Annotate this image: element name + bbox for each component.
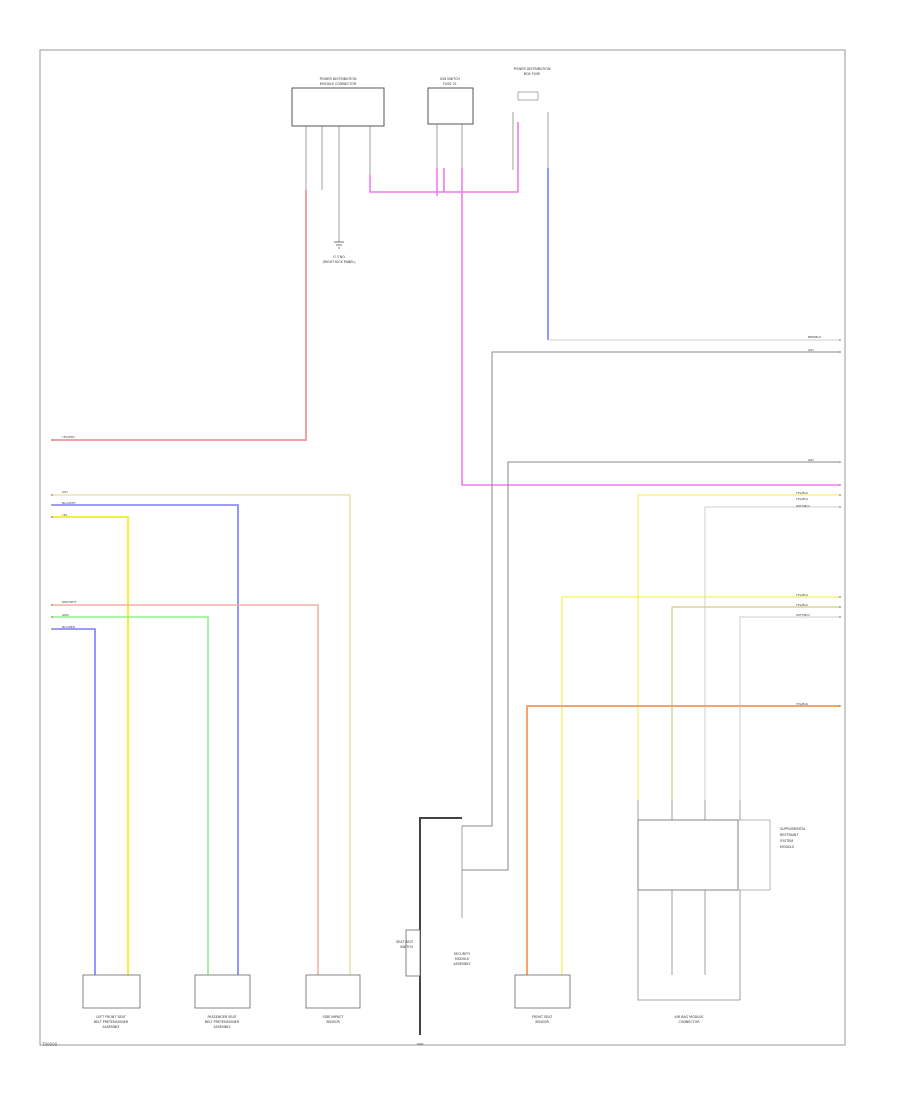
- wire-label-r7: YEL/BLU: [796, 593, 808, 597]
- rcm-caption-line2: RESTRAINT: [780, 833, 799, 837]
- bot6-box: [514, 974, 571, 1009]
- bot5-line1: SECURITY: [454, 952, 471, 956]
- ground-caption-line2: (RIGHT KICK PANEL): [323, 260, 356, 264]
- bot6-line2: SENSOR: [535, 1020, 549, 1024]
- bot4-line1: SEAT BELT: [396, 940, 414, 944]
- ground-symbol: G 3 NO (RIGHT KICK PANEL): [323, 241, 356, 264]
- pdm-caption-line2: MODULE CONNECTOR: [320, 82, 357, 86]
- pdm-box: [291, 87, 385, 127]
- bot5-line3: ASSEMBLY: [453, 962, 471, 966]
- top-pin-stubs: [305, 112, 549, 242]
- diagram-frame: [39, 49, 846, 1046]
- rcm-caption-line3: SYSTEM: [780, 839, 793, 843]
- wire-label-r3: GRY: [808, 458, 814, 462]
- power-distribution-module: POWER DISTRIBUTION MODULE CONNECTOR: [291, 77, 385, 127]
- bot2-line1: PASSENGER SEAT: [208, 1015, 238, 1019]
- wire-label-l5: GRN: [62, 613, 69, 617]
- right-group-1: [637, 494, 840, 800]
- wire-gray-1: [462, 351, 840, 827]
- wire-gray-2: [462, 461, 840, 871]
- wire-label-r1: BRN/BLU: [808, 335, 821, 339]
- pdm-caption-line1: POWER DISTRIBUTION: [320, 77, 357, 81]
- pdb-caption-line1: POWER DISTRIBUTION: [514, 67, 551, 71]
- bot5-line2: MODULE: [455, 957, 469, 961]
- ignition-switch: IGN SWITCH FUSE 21: [427, 77, 474, 125]
- wire-label-r8: YEL/BLU: [796, 603, 808, 607]
- bot3-line1: SIDE IMPACT: [323, 1015, 345, 1019]
- bot2-box: [194, 974, 251, 1009]
- left-group-2: [52, 604, 319, 975]
- rcm-box: [637, 819, 739, 891]
- bot4-line2: SWITCH: [400, 945, 413, 949]
- wire-red-feed: [52, 190, 307, 441]
- wire-label-r5: YEL/BLU: [796, 497, 808, 501]
- pdb-caption-line2: BOX FUSE: [524, 72, 540, 76]
- right-group-2: [561, 596, 840, 975]
- wire-orange: [526, 705, 840, 975]
- wire-label-r9: WHT/BLU: [796, 613, 810, 617]
- bot1-line3: ASSEMBLY: [102, 1025, 120, 1029]
- rcm-caption-line4: MODULE: [780, 845, 794, 849]
- ground-circuit: GRN: [405, 817, 463, 1046]
- bot2-line3: ASSEMBLY: [213, 1025, 231, 1029]
- bot1-box: [82, 974, 141, 1009]
- ign-caption-line2: FUSE 21: [443, 82, 457, 86]
- ground-caption-line1: G 3 NO: [333, 255, 345, 259]
- bot3-line2: SENSOR: [326, 1020, 340, 1024]
- bot7-line1: AIR BAG MODULE: [675, 1015, 704, 1019]
- bot1-line1: LEFT FRONT SEAT: [96, 1015, 126, 1019]
- wire-label-r10: YEL/BLK: [796, 702, 809, 706]
- ign-box: [427, 87, 474, 125]
- wire-label-l3: YEL: [62, 513, 68, 517]
- ign-caption-line1: IGN SWITCH: [440, 77, 460, 81]
- wire-label-l2: BLU/WHT: [62, 501, 76, 505]
- rcm-side: [737, 819, 771, 891]
- bot7-line2: CONNECTOR: [678, 1020, 700, 1024]
- right-edge-terminals: [839, 339, 841, 707]
- pdb-fuse-symbol: [517, 91, 539, 101]
- left-edge-terminals: [51, 439, 53, 630]
- left-group-1: [52, 494, 351, 975]
- restraint-control-module: SUPPLEMENTAL RESTRAINT SYSTEM MODULE: [637, 800, 806, 1001]
- bot3-box: [305, 974, 361, 1009]
- bot6-line1: FRONT SEAT: [532, 1015, 553, 1019]
- seatbelt-switch-body: [405, 929, 421, 977]
- wire-label-r6: WHT/BLU: [796, 504, 810, 508]
- wire-pink-bus: [369, 122, 840, 486]
- wire-label-l1: GRY: [62, 490, 68, 494]
- wire-label-ground: GRN: [417, 1042, 424, 1046]
- wire-label-l4: RED/WHT: [62, 600, 77, 604]
- wire-label-l6: BLU/RED: [62, 625, 76, 629]
- wire-label-left-red: YEL/RED: [62, 435, 75, 439]
- wire-label-r2: GRY: [808, 348, 814, 352]
- bot1-line2: BELT PRETENSIONER: [94, 1020, 129, 1024]
- bot2-line2: BELT PRETENSIONER: [205, 1020, 240, 1024]
- wire-label-r4: YEL/BLU: [796, 491, 808, 495]
- page-footer-code: T00000: [42, 1042, 58, 1047]
- rcm-caption-line1: SUPPLEMENTAL: [780, 827, 806, 831]
- bottom-components: LEFT FRONT SEAT BELT PRETENSIONER ASSEMB…: [82, 940, 704, 1029]
- pdb-fuse: POWER DISTRIBUTION BOX FUSE: [514, 67, 551, 101]
